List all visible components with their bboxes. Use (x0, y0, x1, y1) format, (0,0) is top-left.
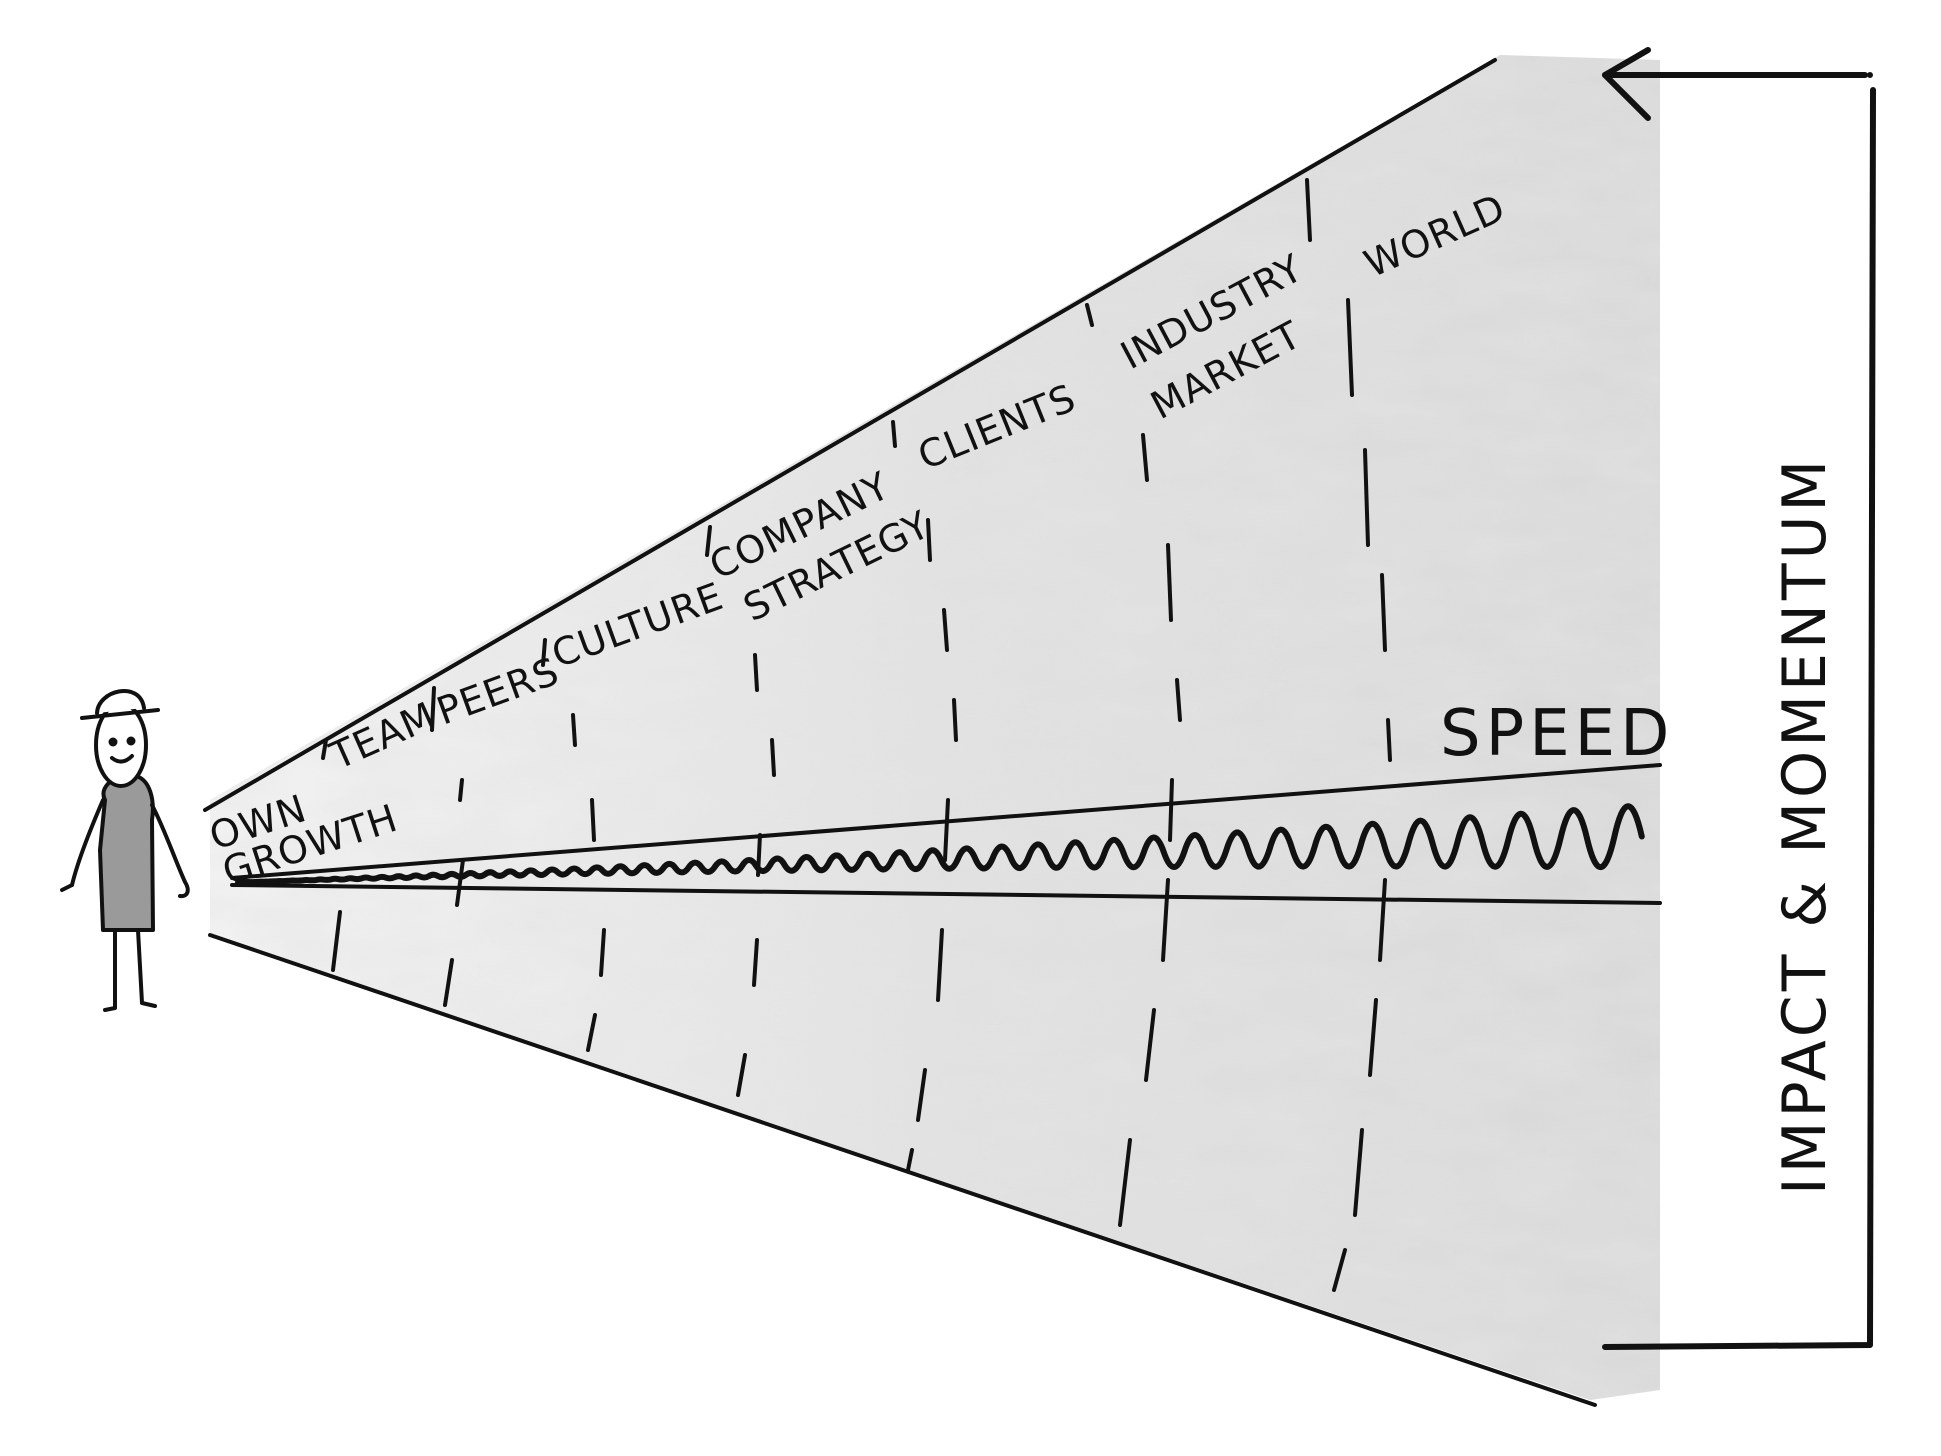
person-figure (60, 689, 190, 1012)
divider-clients-industry (1085, 303, 1182, 1227)
divider-strategy-clients (891, 420, 958, 1172)
divider-team-peers (430, 686, 465, 1007)
speed-band-bottom (230, 883, 1662, 905)
figure-leg-right (136, 928, 157, 1008)
figure-eye-right (126, 736, 136, 746)
impact-bracket-line (1602, 72, 1876, 1350)
divider-industry-world (1305, 178, 1392, 1292)
figure-eye-left (108, 737, 118, 747)
stage-dividers (321, 178, 1392, 1292)
divider-culture-strategy (705, 525, 776, 1097)
impact-momentum-label: IMPACT & MOMENTUM (1770, 456, 1840, 1195)
divider-own-team (321, 738, 342, 972)
arrow-left-icon (1602, 47, 1651, 121)
cone-texture (210, 55, 1660, 1400)
impact-bracket (1602, 47, 1876, 1350)
figure-arm-left (60, 798, 105, 892)
divider-peers-culture (541, 638, 606, 1052)
figure-arm-right (150, 803, 190, 899)
cone-top-edge (203, 58, 1497, 812)
speed-label: SPEED (1440, 697, 1674, 771)
figure-leg-left (103, 928, 117, 1012)
figure-body (98, 774, 155, 932)
hat-icon (80, 689, 160, 720)
figure-smile (110, 754, 134, 764)
speed-wave (235, 803, 1645, 886)
cone-bottom-edge (208, 933, 1597, 1407)
